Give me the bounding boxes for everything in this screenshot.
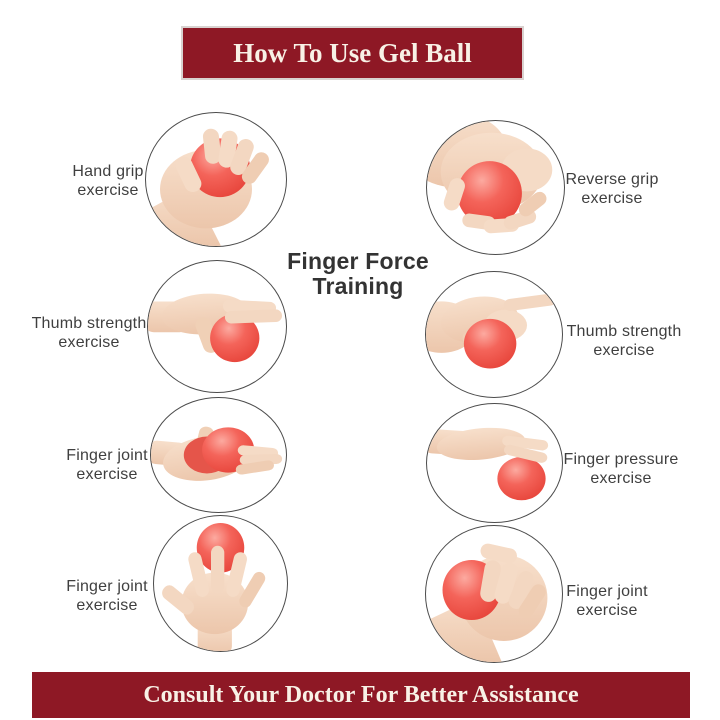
caption-line1: Finger Force: [287, 248, 429, 274]
label-thumb-strength-right: Thumb strength exercise: [566, 323, 682, 359]
label-finger-joint-row4-left: Finger joint exercise: [66, 578, 148, 614]
label-finger-joint-row3: Finger joint exercise: [66, 447, 148, 483]
circle-finger-joint-row3: [150, 397, 287, 513]
gel-ball: [497, 456, 546, 501]
circle-finger-joint-row4-left: [153, 515, 288, 652]
open-palm-illustration: [162, 522, 266, 651]
finger-pressure-illustration: [427, 427, 549, 501]
circle-reverse-grip: [426, 120, 565, 255]
label-reverse-grip: Reverse grip exercise: [565, 171, 659, 207]
gel-ball: [210, 313, 260, 363]
footer-banner: Consult Your Doctor For Better Assistanc…: [32, 672, 690, 718]
gel-ball: [457, 161, 522, 226]
title-text: How To Use Gel Ball: [233, 37, 472, 68]
circle-thumb-strength-left: [147, 260, 287, 393]
caption-line2: Training: [312, 273, 404, 299]
thumb-strength-illustration: [148, 293, 283, 363]
title-banner: How To Use Gel Ball: [181, 26, 524, 80]
thumb-strength-illustration: [426, 293, 556, 369]
finger-joint-illustration: [151, 426, 283, 481]
center-caption: Finger Force Training: [258, 249, 458, 299]
circle-thumb-strength-right: [425, 271, 563, 398]
label-thumb-strength-left: Thumb strength exercise: [31, 315, 147, 351]
label-finger-joint-row4-right: Finger joint exercise: [566, 583, 648, 619]
circle-finger-joint-row4-right: [425, 525, 563, 663]
footer-text: Consult Your Doctor For Better Assistanc…: [143, 681, 579, 708]
circle-finger-pressure: [426, 403, 563, 523]
label-finger-pressure: Finger pressure exercise: [563, 451, 679, 487]
gel-ball: [463, 318, 517, 369]
label-hand-grip: Hand grip exercise: [72, 163, 144, 199]
